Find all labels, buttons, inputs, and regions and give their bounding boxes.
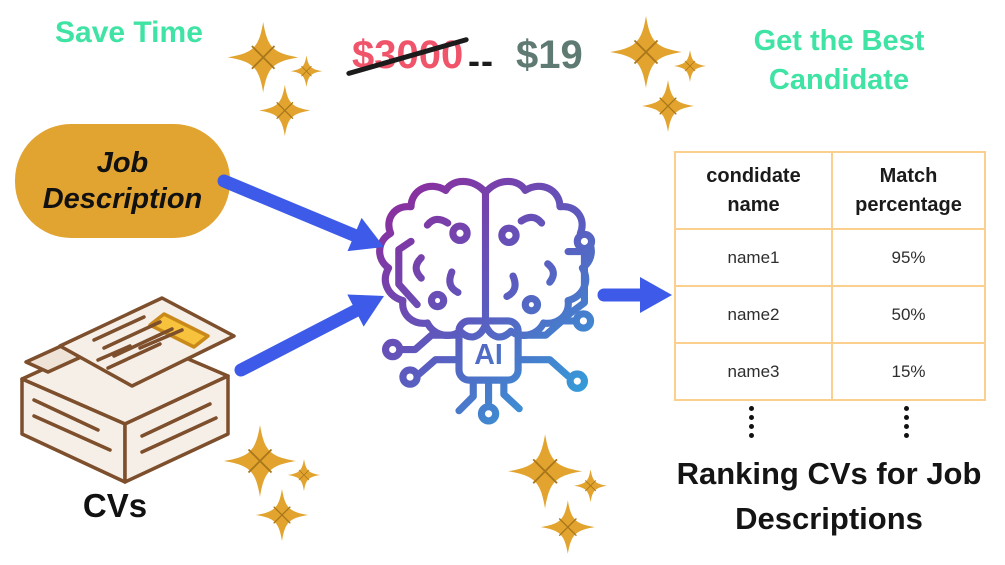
sparkle-icon [505,432,610,556]
match-percentage-cell: 15% [831,342,986,401]
candidate-name-cell: name2 [674,285,833,344]
arrow-ai-to-table [597,277,672,313]
candidate-name-cell: name1 [674,228,833,287]
ai-brain-icon: AI [376,177,596,425]
get-best-candidate-label: Get the Best Candidate [753,25,925,97]
price-separator: -- [468,40,494,81]
table-row: name3 15% [674,342,986,401]
ranking-table: condidate name Match percentage name1 95… [674,151,986,401]
cv-stack-icon [20,296,236,484]
match-percentage-cell: 95% [831,228,986,287]
output-title: Ranking CVs for Job Descriptions [676,456,982,536]
table-header-row: condidate name Match percentage [674,151,986,230]
ellipsis-dots-icon [749,406,754,438]
ellipsis-dots-icon [904,406,909,438]
save-time-label: Save Time [55,16,203,49]
table-row: name1 95% [674,228,986,287]
old-price: $3000 [345,33,470,78]
match-percentage-cell: 50% [831,285,986,344]
job-description-box: Job Description [15,124,230,238]
cvs-label: CVs [82,487,148,524]
job-description-label: Job Description [42,146,203,215]
new-price: $19 [516,33,583,77]
column-header-match-percentage: Match percentage [831,151,986,230]
table-row: name2 50% [674,285,986,344]
sparkle-icon [225,20,325,138]
column-header-candidate-name: condidate name [674,151,833,230]
ai-chip-label: AI [474,339,503,371]
sparkle-icon [608,14,708,134]
candidate-name-cell: name3 [674,342,833,401]
